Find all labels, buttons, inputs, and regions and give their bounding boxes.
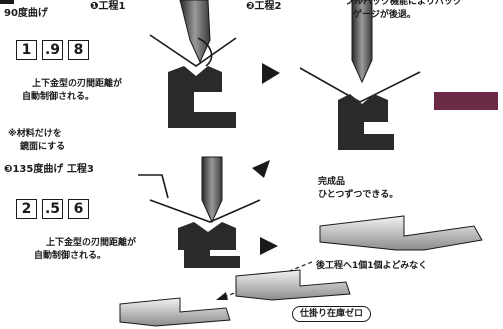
digit-box: 6: [68, 199, 89, 219]
pullback-note-line1: ブルバック機能によりバック: [345, 0, 462, 7]
step2-label: ❷工程2: [246, 1, 282, 12]
material-bar: [434, 92, 498, 110]
corner-tab: [0, 0, 14, 4]
gap-display-1: 1 .9 8: [16, 40, 89, 60]
material-note-line2: 鏡面にする: [20, 142, 66, 152]
step1-label: ❶工程1: [90, 1, 126, 12]
material-note-line1: ※材料だけを: [8, 129, 62, 139]
press-step2: [299, 0, 421, 150]
auto-control-note-2-line2: 自動制御される。: [34, 251, 107, 261]
auto-control-note-1-line1: 上下金型の刃間距離が: [32, 79, 123, 89]
stacked-parts: [119, 269, 351, 327]
digit-box: 8: [68, 40, 89, 60]
next-process-note: 後工程へ1個1個よどみなく: [316, 261, 428, 271]
bend-90-heading: 90度曲げ: [4, 8, 48, 19]
digit-box: .5: [42, 199, 63, 219]
arrow-triangle-2: [252, 160, 270, 178]
pullback-note-line2: ゲージが後退。: [353, 10, 416, 20]
auto-control-note-1-line2: 自動制御される。: [22, 92, 95, 102]
arrow-triangle-3: [260, 237, 278, 255]
digit-box: 2: [16, 199, 37, 219]
auto-control-note-2-line1: 上下金型の刃間距離が: [46, 238, 137, 248]
press-step1: [149, 0, 237, 128]
finished-product-line1: 完成品: [318, 177, 346, 187]
digit-box: 1: [16, 40, 37, 60]
step3-label: ❸135度曲げ 工程3: [4, 164, 94, 175]
press-step3: [138, 156, 261, 268]
finished-part: [319, 215, 483, 251]
arrow-triangle-1: [262, 63, 280, 84]
digit-box: .9: [42, 40, 63, 60]
zero-wip-badge: 仕掛り在庫ゼロ: [292, 306, 372, 322]
finished-product-line2: ひとつずつできる。: [318, 190, 399, 200]
gap-display-2: 2 .5 6: [16, 199, 89, 219]
